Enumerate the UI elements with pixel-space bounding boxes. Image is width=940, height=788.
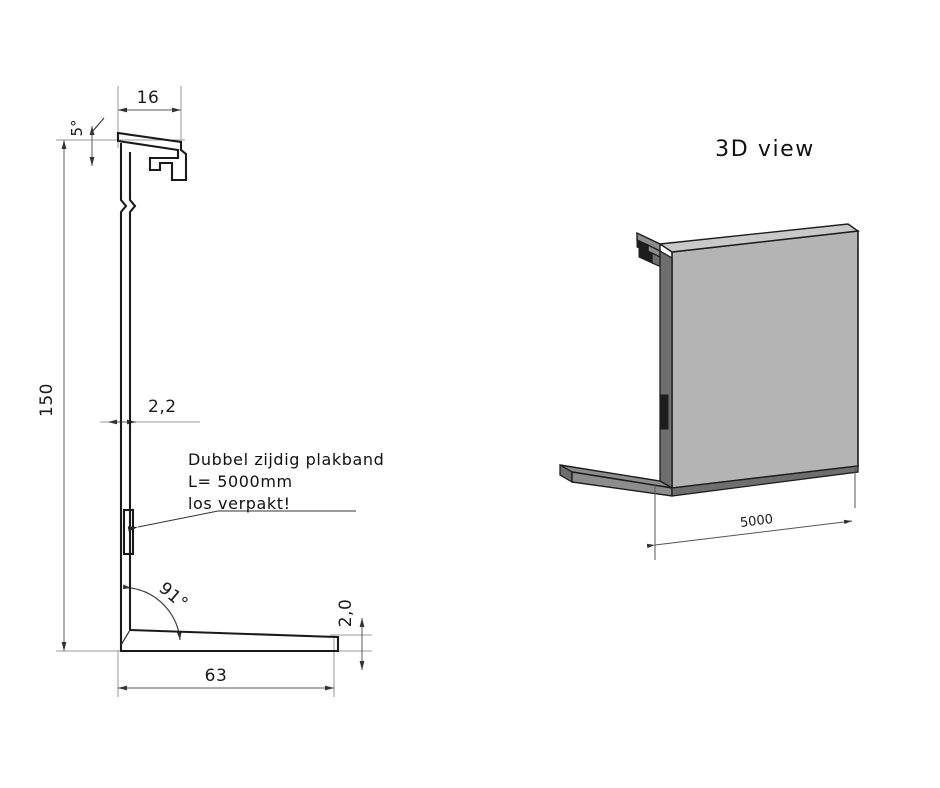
profile-web-left-edge [119, 143, 128, 645]
double-sided-tape-block [122, 508, 135, 556]
dim-label-91deg: 91° [155, 578, 192, 614]
profile-inner-corner [120, 629, 131, 646]
dim-label-22: 2,2 [148, 397, 177, 417]
profile-flange-top [129, 628, 337, 639]
profile-web-right-edge [128, 152, 137, 630]
note-line-3: los verpakt! [188, 494, 291, 513]
dimension-top-width-16: 16 [118, 88, 181, 113]
panel-top-hook-detail [636, 231, 665, 269]
dimension-height-150: 150 [37, 140, 67, 651]
dim-line-5000 [646, 519, 853, 549]
dimension-base-63: 63 [118, 666, 334, 691]
view-3d-title: 3D view [715, 137, 815, 162]
dim-label-63: 63 [205, 666, 228, 686]
note-line-1: Dubbel zijdig plakband [188, 450, 384, 469]
dimension-base-thickness-20: 2,0 [336, 599, 365, 670]
dim-label-150: 150 [37, 383, 57, 417]
note-line-2: L= 5000mm [188, 472, 293, 491]
panel-front-face [671, 230, 859, 489]
profile-flange-bottom [119, 635, 340, 653]
leader-tape [127, 510, 219, 532]
dim-label-16: 16 [137, 88, 160, 108]
panel-tape-strip [660, 394, 669, 430]
front-section-view: 150 16 5° 2,2 63 2,0 [37, 86, 384, 697]
extension-lines [56, 86, 372, 697]
dim-label-5deg: 5° [68, 119, 86, 136]
profile-top-hook [116, 131, 188, 182]
panel-left-thickness [659, 249, 673, 490]
leader-5deg [91, 117, 105, 133]
isometric-3d-view: 3D view 5000 [559, 137, 860, 560]
dimension-angle-5deg: 5° [68, 117, 105, 166]
panel-top-edge [658, 223, 860, 253]
dim-label-5000: 5000 [739, 512, 774, 531]
dim-label-20: 2,0 [336, 599, 356, 628]
dimension-thickness-22: 2,2 [108, 397, 177, 425]
panel-bottom-edge [671, 465, 859, 497]
annotation-tape-note: Dubbel zijdig plakband L= 5000mm los ver… [127, 450, 384, 532]
profile-cross-section [116, 131, 340, 653]
dimension-length-5000: 5000 [646, 468, 856, 560]
